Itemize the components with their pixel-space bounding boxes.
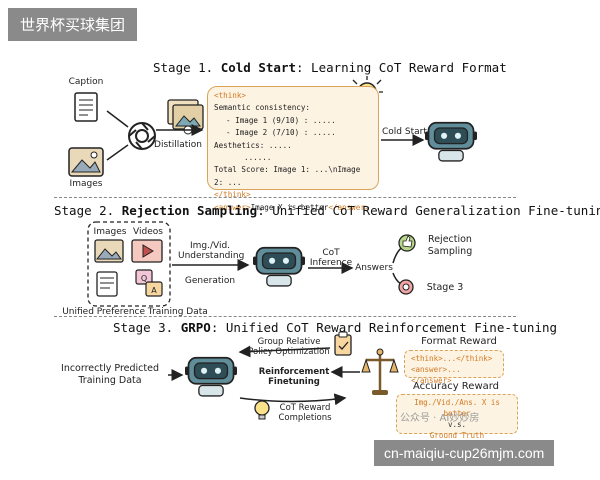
format-reward-box: <think>...</think> <answer>...</answer> xyxy=(404,350,504,385)
format-reward-line1: <think>...</think> xyxy=(411,354,493,363)
stage1-prefix: Stage 1. xyxy=(153,60,221,75)
cot-reward-format-box: <think> Semantic consistency: - Image 1 … xyxy=(207,86,379,212)
think-close-tag: </think> xyxy=(214,190,251,200)
grpo-full-label: Group Relative Policy Optimization xyxy=(248,337,330,357)
stage2-qa-icon xyxy=(135,269,163,297)
images-picture-icon xyxy=(68,147,104,177)
robot-stage2-icon xyxy=(253,246,305,287)
stage2-data-box xyxy=(87,221,171,307)
stage2-videos-icon xyxy=(131,239,163,263)
arrow-images-to-distill xyxy=(106,144,129,161)
clipboard-icon xyxy=(334,331,352,356)
cold-start-label: Cold Start xyxy=(382,127,427,137)
stage2-images-icon xyxy=(94,239,124,263)
stage3-prefix: Stage 3. xyxy=(113,320,181,335)
cot-inference-label: CoT Inference xyxy=(309,248,353,268)
watermark: 公众号 · AI妙妙房 xyxy=(400,413,480,424)
stage2-doc-icon xyxy=(96,271,118,297)
caption-label: Caption xyxy=(68,77,104,87)
generation-label: Generation xyxy=(184,276,236,286)
stage3-subtitle: : Unified CoT Reward Reinforcement Fine-… xyxy=(210,320,558,335)
stage2-subtitle: : Unified CoT Reward Generalization Fine… xyxy=(257,203,600,218)
reinforcement-finetuning-label: Reinforcement Finetuning xyxy=(258,367,330,387)
cot-completions-label: CoT Reward Completions xyxy=(278,403,332,423)
balance-scale-icon xyxy=(361,348,399,395)
accuracy-line1: Img./Vid./Ans. X is better xyxy=(414,398,500,418)
openai-logo-icon xyxy=(128,122,156,150)
format-reward-line2: <answer>...</answer> xyxy=(411,365,461,385)
stage3-target-label: Stage 3 xyxy=(426,282,464,293)
incorrect-data-label: Incorrectly Predicted Training Data xyxy=(61,363,159,386)
distillation-label: Distillation xyxy=(154,140,202,150)
divider-2 xyxy=(54,316,516,317)
stage1-subtitle: : Learning CoT Reward Format xyxy=(296,60,507,75)
stage2-title: Rejection Sampling xyxy=(121,203,258,218)
accuracy-line2: v.s. xyxy=(447,420,467,429)
stage2-heading: Stage 2. Rejection Sampling: Unified CoT… xyxy=(54,203,600,218)
stage1-heading: Stage 1. Cold Start: Learning CoT Reward… xyxy=(153,60,507,75)
image2-score-line: - Image 2 (7/10) : ..... xyxy=(226,128,336,138)
stage2-videos-label: Videos xyxy=(133,227,163,237)
ellipsis-line: ...... xyxy=(244,153,272,163)
brand-badge: 世界杯买球集团 xyxy=(8,8,138,41)
answer-open-tag: <answer> xyxy=(214,202,251,212)
preference-data-label: Unified Preference Training Data xyxy=(62,307,208,317)
accuracy-reward-box: Img./Vid./Ans. X is better v.s. Ground T… xyxy=(396,394,518,440)
arrow-caption-to-distill xyxy=(106,110,129,128)
images-label: Images xyxy=(69,179,103,189)
arrow-grpo-to-robot3 xyxy=(238,345,331,358)
think-open-tag: <think> xyxy=(214,91,247,100)
image-stack-icon xyxy=(167,99,204,135)
answer-line: <answer>Image X is better</answer> xyxy=(214,202,372,214)
aesthetics-line: Aesthetics: ..... xyxy=(214,140,292,150)
rejection-sampling-label: Rejection Sampling xyxy=(427,234,473,257)
divider-1 xyxy=(54,197,516,198)
total-score-line: Total Score: Image 1: ...\nImage 2: ... xyxy=(214,165,361,187)
svg-text:Q: Q xyxy=(141,274,147,283)
caption-doc-icon xyxy=(74,92,98,122)
arrow-robot3-to-completions xyxy=(239,393,347,406)
answers-label: Answers xyxy=(355,263,393,273)
accuracy-line3: Ground Truth xyxy=(429,431,485,440)
format-reward-title: Format Reward xyxy=(421,336,497,347)
stage2-prefix: Stage 2. xyxy=(54,203,122,218)
stage1-title: Cold Start xyxy=(220,60,296,75)
robot-stage1-icon xyxy=(425,121,477,162)
accuracy-reward-title: Accuracy Reward xyxy=(412,381,500,392)
stage3-heading: Stage 3. GRPO: Unified CoT Reward Reinfo… xyxy=(113,320,557,335)
answer-text: Image X is better xyxy=(250,202,329,212)
footer-url: cn-maiqiu-cup26mjm.com xyxy=(374,440,555,466)
understanding-label: Img./Vid. Understanding xyxy=(178,241,245,261)
image1-score-line: - Image 1 (9/10) : ..... xyxy=(226,115,336,125)
target-icon xyxy=(398,279,414,295)
lightbulb-stage3-icon xyxy=(254,400,270,420)
robot-stage3-icon xyxy=(185,356,237,397)
svg-text:A: A xyxy=(151,286,157,295)
answer-close-tag: </answer> xyxy=(328,202,370,212)
semantic-line: Semantic consistency: xyxy=(214,103,311,113)
thumbs-up-icon xyxy=(398,234,416,252)
stage3-title: GRPO xyxy=(180,320,211,335)
stage2-images-label: Images xyxy=(93,227,127,237)
